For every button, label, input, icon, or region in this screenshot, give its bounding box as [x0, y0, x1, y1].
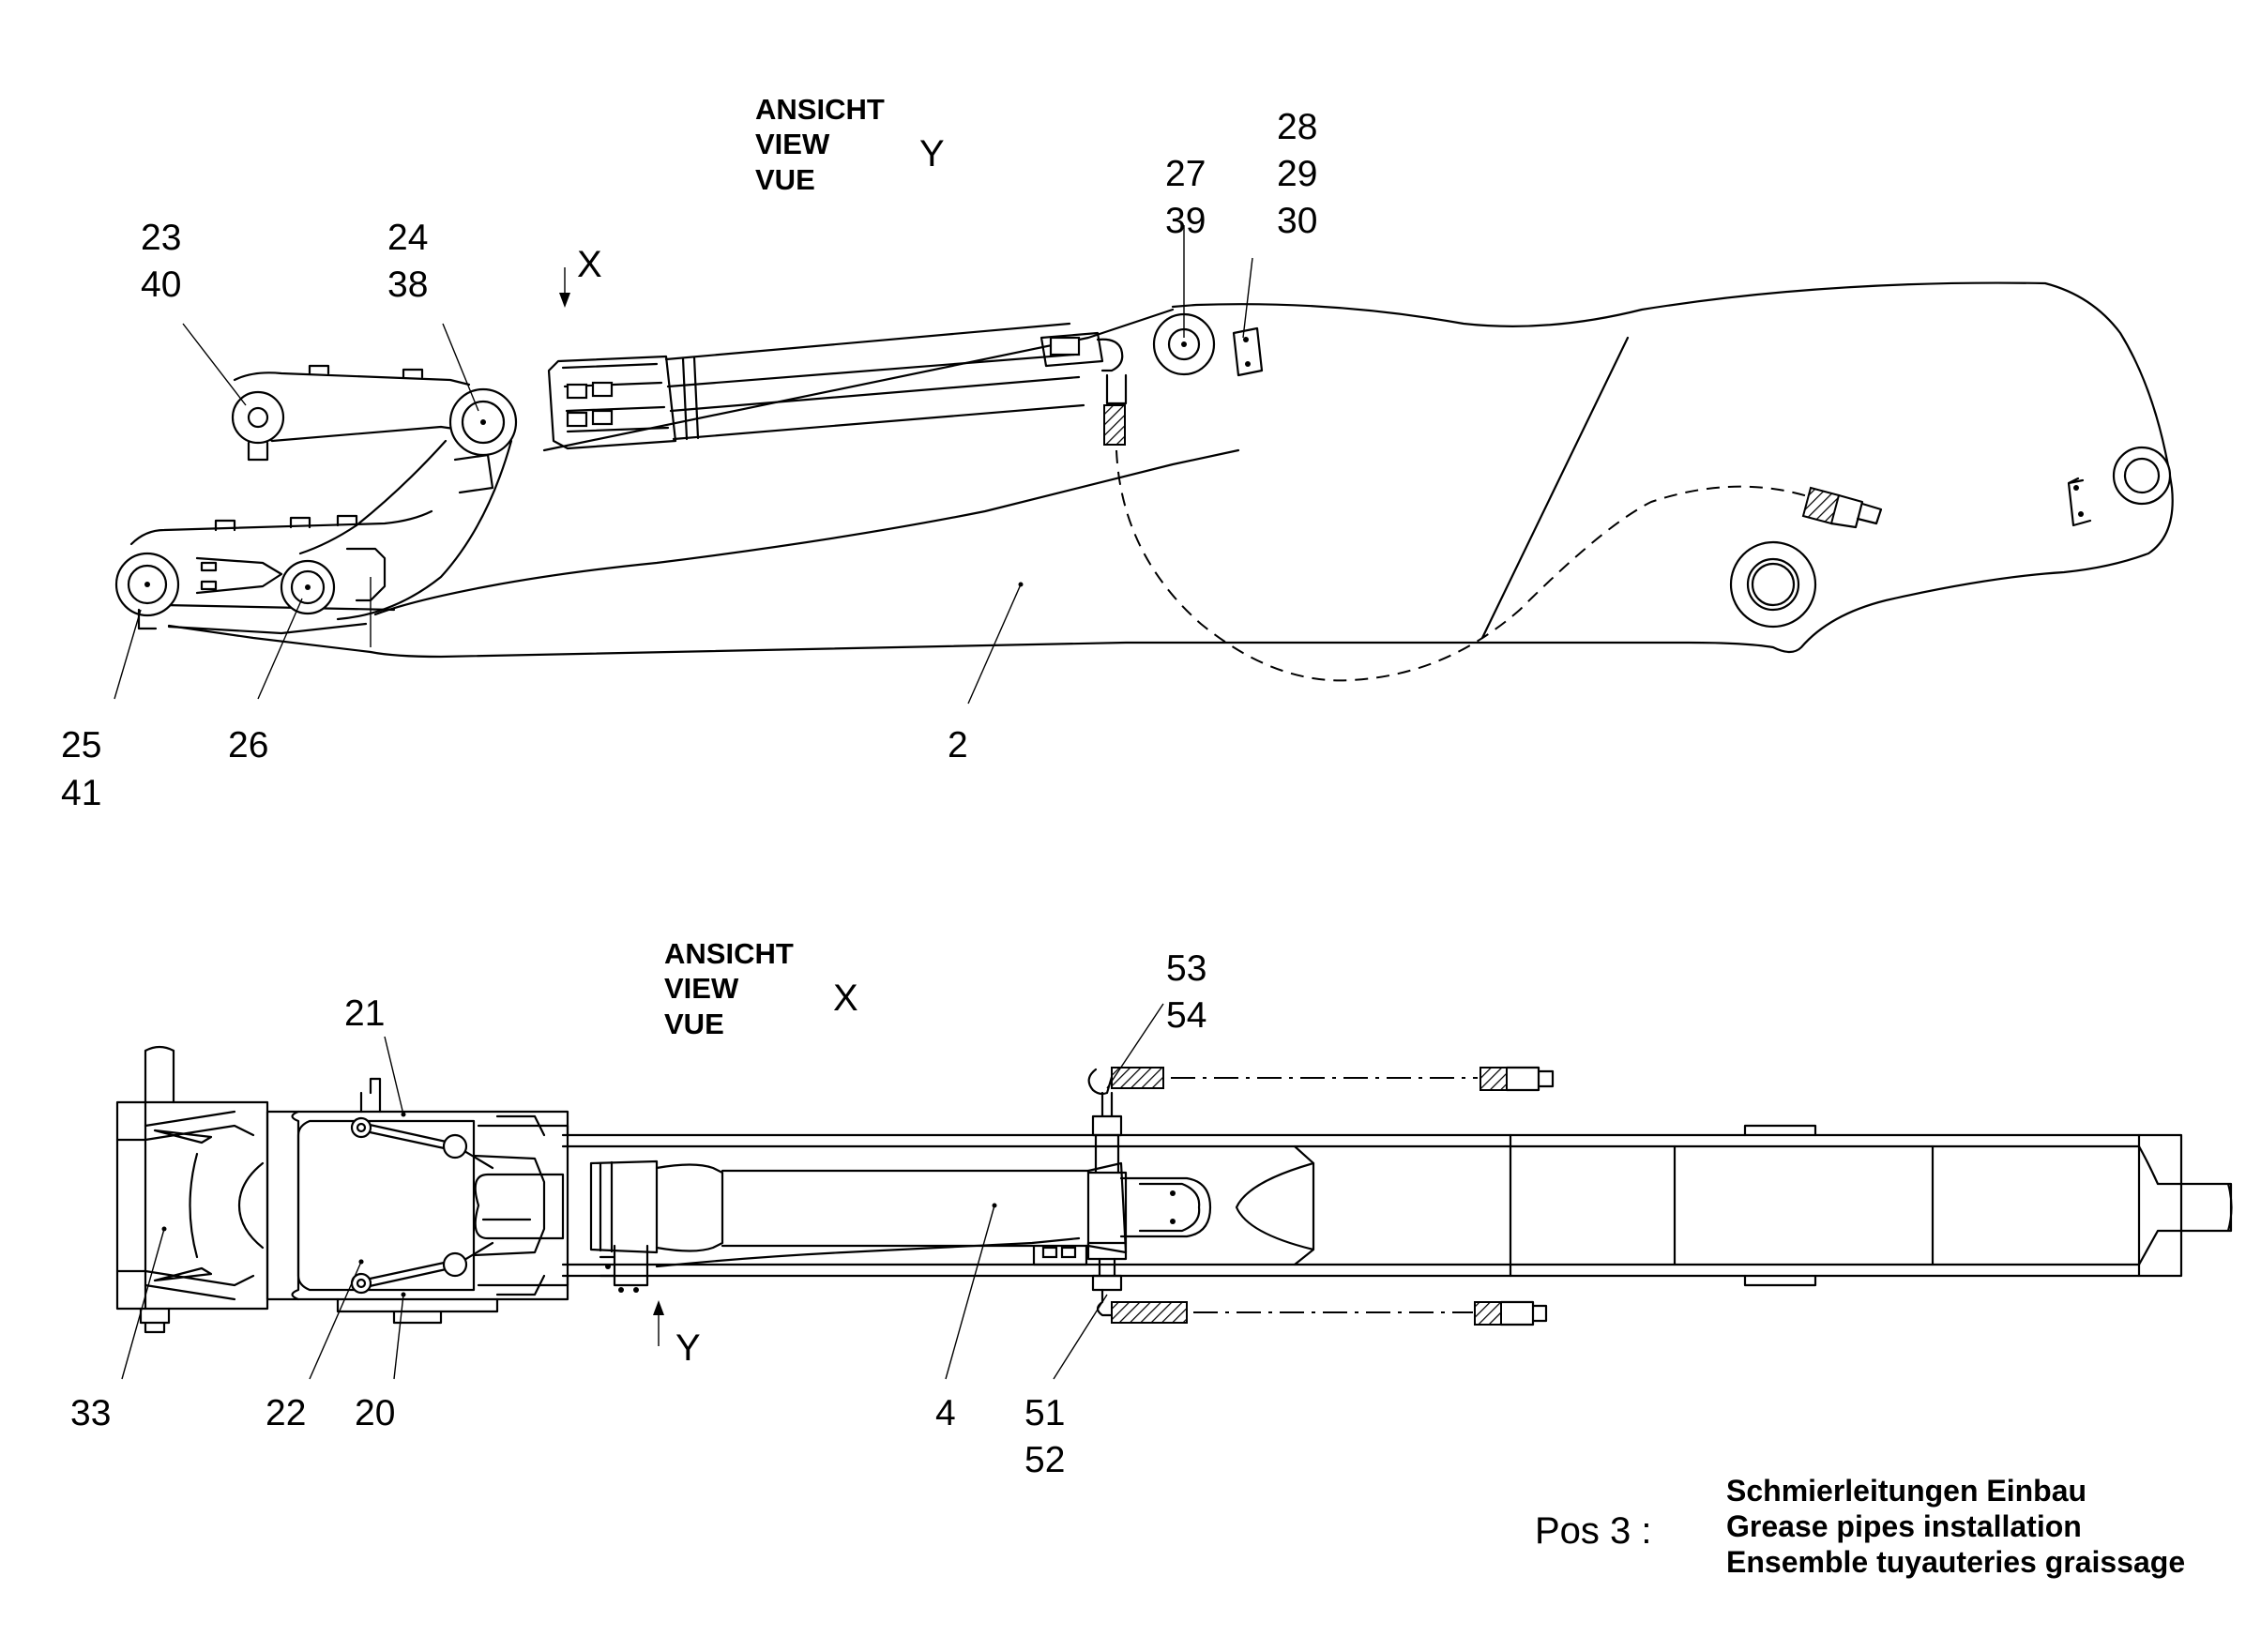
x-view-arrow: X: [559, 244, 602, 308]
bracket-26: [345, 547, 387, 602]
callout-27: 27: [1165, 154, 1206, 194]
callout-29: 29: [1277, 154, 1317, 194]
grease-fitting-cylinder: [1103, 404, 1126, 446]
callout-21: 21: [344, 993, 385, 1034]
head-block: [266, 1077, 569, 1325]
boom-foot-pin: [2112, 446, 2172, 506]
callout-30: 30: [1277, 201, 1317, 241]
callout-33: 33: [70, 1393, 111, 1433]
grease-nipple-bottom: [1474, 1300, 1548, 1326]
y-view-arrow-letter: Y: [675, 1327, 701, 1369]
beam-outline: [561, 1133, 2183, 1278]
pin-26: [280, 559, 336, 615]
pin-27: [1152, 312, 1216, 376]
view-y-label-1: ANSICHT: [755, 93, 885, 126]
callout-24: 24: [387, 218, 428, 258]
x-view-arrow-letter: X: [577, 244, 602, 285]
view-y-label-3: VUE: [755, 163, 815, 196]
caption-block: Pos 3 : Schmierleitungen Einbau Grease p…: [1535, 1474, 2185, 1579]
leaders-lower: [121, 1003, 1164, 1380]
hydraulic-cylinder: [547, 322, 1128, 450]
caption-fr: Ensemble tuyauteries graissage: [1726, 1545, 2185, 1579]
y-view-arrow: Y: [653, 1300, 701, 1369]
callout-40: 40: [141, 265, 181, 305]
link-lower-tabs: [214, 514, 358, 532]
side-view-y: X ANSICHT VIEW VUE Y 23 40 24 38 27 39 2…: [61, 93, 2174, 813]
rocker-end: [115, 1045, 269, 1334]
callout-54: 54: [1166, 995, 1206, 1036]
leaders-upper: [114, 225, 1253, 705]
connecting-bow: [298, 439, 513, 621]
callout-28: 28: [1277, 107, 1317, 147]
beam-inner-top: [561, 1144, 2141, 1266]
callout-22: 22: [266, 1393, 306, 1433]
view-x-label-1: ANSICHT: [664, 937, 794, 970]
boom-lower-flange: [373, 448, 1240, 616]
grease-line-dashed: [1115, 449, 1812, 682]
grease-fitting-bottom: [1032, 1241, 1188, 1324]
callout-41: 41: [61, 773, 101, 813]
beam-tabs: [1743, 1124, 1817, 1287]
callout-52: 52: [1024, 1440, 1065, 1480]
grease-nipple-boom: [1801, 486, 1883, 529]
view-y-label-2: VIEW: [755, 128, 830, 160]
grease-fitting-top: [1086, 1067, 1164, 1245]
boom-top-edge: [542, 308, 1175, 452]
grease-nipple-top: [1480, 1066, 1555, 1092]
linkage-jaws: [195, 556, 283, 595]
section-line-diagonal: [1480, 336, 1630, 640]
callout-51: 51: [1024, 1393, 1065, 1433]
callout-25: 25: [61, 725, 101, 765]
view-x-label-2: VIEW: [664, 972, 739, 1005]
caption-pos: Pos 3 :: [1535, 1510, 1652, 1552]
caption-en: Grease pipes installation: [1726, 1509, 2082, 1543]
caption-de: Schmierleitungen Einbau: [1726, 1474, 2086, 1508]
pin-25: [114, 552, 180, 630]
clip-bracket-right: [2067, 477, 2092, 527]
callout-4: 4: [935, 1393, 956, 1433]
beam-right-stub: [2137, 1144, 2233, 1266]
callout-38: 38: [387, 265, 428, 305]
boom-body-outline: [167, 281, 2174, 659]
top-view-x: Y ANSICHT VIEW VUE X 21 53 54 33 22: [70, 937, 2233, 1480]
pin-23: [231, 390, 285, 462]
callout-53: 53: [1166, 948, 1206, 989]
callout-20: 20: [355, 1393, 395, 1433]
callout-26: 26: [228, 725, 268, 765]
view-x-letter: X: [833, 978, 858, 1019]
callout-23: 23: [141, 218, 181, 258]
callout-2: 2: [948, 725, 968, 765]
callout-39: 39: [1165, 201, 1206, 241]
pin-24: [448, 387, 518, 457]
view-y-letter: Y: [919, 133, 945, 174]
cylinder-top-view: [589, 1159, 1212, 1254]
bracket-28: [1232, 326, 1264, 377]
link-lower: [129, 509, 433, 635]
bracket-24-clip: [453, 453, 494, 494]
beam-diaphragm: [1235, 1144, 1315, 1266]
link-arm-upper-tabs: [308, 364, 424, 379]
beam-section-lines: [1509, 1133, 2141, 1278]
view-x-label-3: VUE: [664, 1008, 724, 1040]
boom-pin-boss: [1729, 540, 1817, 629]
cylinder-clamp: [599, 1236, 1081, 1293]
